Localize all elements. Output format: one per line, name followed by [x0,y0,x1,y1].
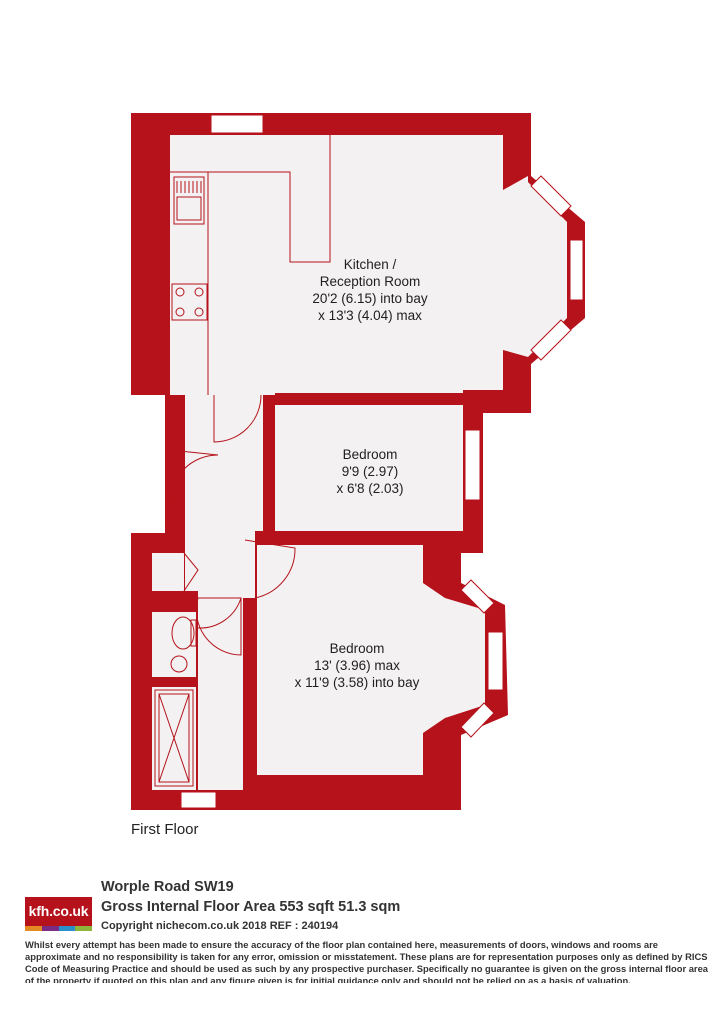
floor-label: First Floor [131,821,199,838]
window-bay2-upper [460,579,495,614]
kitchen-dimension-1: 20'2 (6.15) into bay [312,291,428,306]
window-bay2-right [487,631,504,691]
bedroom-large-dimension-1: 13' (3.96) max [314,658,400,673]
logo-stripes [25,926,92,931]
floor-area: Gross Internal Floor Area 553 sqft 51.3 … [101,899,401,915]
kitchen-name-line1: Kitchen / [343,257,397,272]
bedroom-large-floor [257,545,485,775]
bedroom-small-floor [275,405,463,531]
property-address: Worple Road SW19 [101,879,234,895]
wc-floor [152,612,196,677]
kitchen-units [170,135,331,395]
interior-walls [131,393,465,810]
copyright-text: Copyright nichecom.co.uk 2018 REF : 2401… [101,920,339,932]
window-bay-lower [530,319,572,361]
window-top [210,114,264,134]
window-bay2-lower [460,702,495,738]
windows [180,114,584,809]
bedroom-large-name: Bedroom [329,641,385,656]
bedroom-large-label: Bedroom 13' (3.96) max x 11'9 (3.58) int… [282,640,432,691]
bedroom-small-dimension-2: x 6'8 (2.03) [336,481,404,496]
kitchen-label: Kitchen / Reception Room 20'2 (6.15) int… [290,256,450,324]
bedroom-small-dimension-1: 9'9 (2.97) [341,464,399,479]
toilet-icon [171,616,195,650]
kfh-logo[interactable]: kfh.co.uk [25,897,92,932]
hob-icon [171,283,208,321]
doors [169,394,296,656]
bedroom-small-name: Bedroom [342,447,398,462]
window-bathroom [180,791,217,809]
bath-icon [154,689,194,787]
kitchen-dimension-2: x 13'3 (4.04) max [318,308,422,323]
bedroom-small-label: Bedroom 9'9 (2.97) x 6'8 (2.03) [300,446,440,497]
logo-text: kfh.co.uk [25,897,92,926]
room-floors [152,135,567,790]
kitchen-floor [170,135,567,395]
kitchen-name-line2: Reception Room [319,274,421,289]
basin-icon [170,655,188,673]
window-bay-upper [530,175,572,217]
window-bedroom-small [464,429,481,501]
bathroom-fittings [154,616,197,787]
sink-icon [173,176,205,225]
cupboard-floor [152,553,184,591]
floor-plan [131,113,585,810]
disclaimer-text: Whilst every attempt has been made to en… [25,939,709,983]
bedroom-large-dimension-2: x 11'9 (3.58) into bay [294,675,420,690]
window-bay-right [569,239,584,301]
hallway-floor [185,395,263,790]
